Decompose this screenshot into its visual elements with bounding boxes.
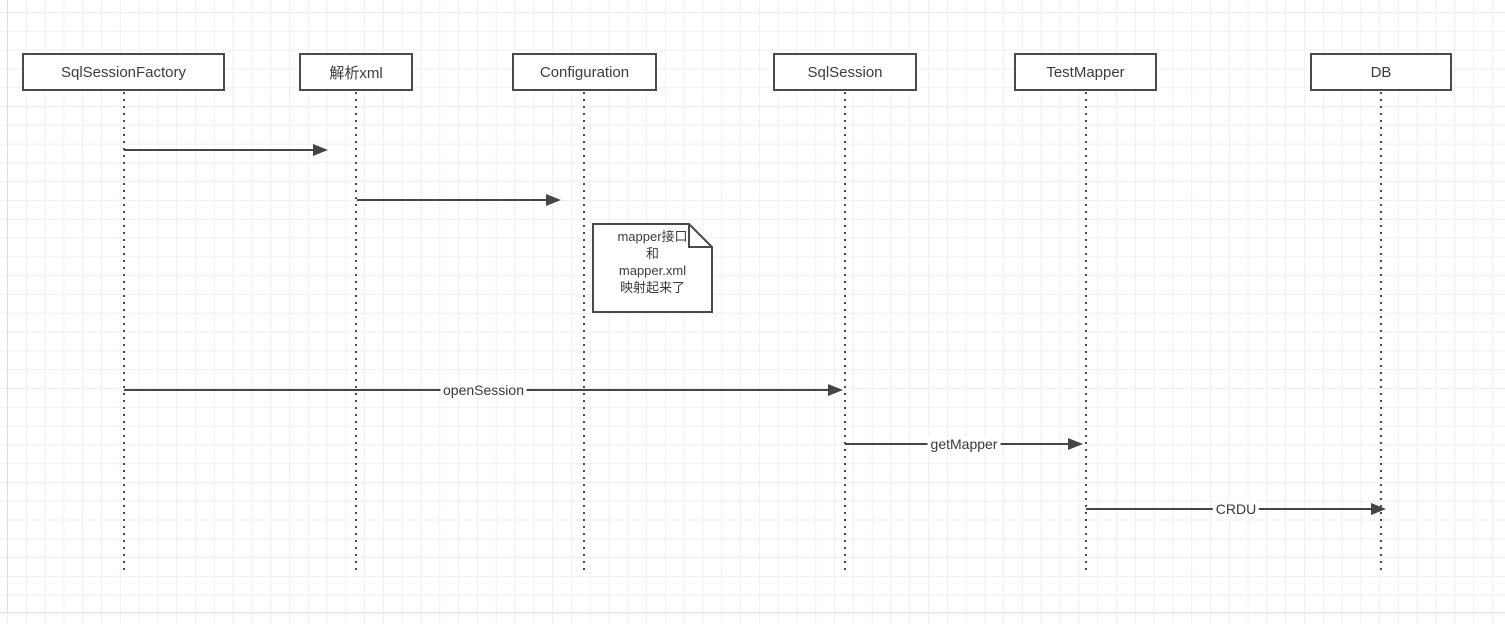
note-shape[interactable]: mapper接口 和 mapper.xml 映射起来了: [592, 223, 713, 313]
message-arrow-crdu[interactable]: CRDU: [1086, 501, 1386, 517]
lifeline-label: DB: [1370, 63, 1392, 81]
arrowhead-icon: [1371, 503, 1386, 515]
arrowhead-icon: [1068, 438, 1083, 450]
lifeline-line-sqlsession[interactable]: [844, 92, 846, 572]
message-label: getMapper: [927, 436, 1001, 452]
lifeline-box-parse-xml[interactable]: 解析xml: [299, 53, 413, 91]
lifeline-line-sqlsessionfactory[interactable]: [123, 92, 125, 572]
lifeline-line-configuration[interactable]: [583, 92, 585, 572]
lifeline-label: SqlSession: [807, 63, 883, 81]
note-text-line: mapper.xml: [618, 263, 687, 278]
arrowhead-icon: [546, 194, 561, 206]
note-text-line: 和: [645, 246, 659, 261]
message-label: CRDU: [1212, 501, 1260, 517]
lifeline-box-sqlsessionfactory[interactable]: SqlSessionFactory: [22, 53, 225, 91]
page-bottom-edge-line: [0, 612, 1505, 613]
lifeline-box-testmapper[interactable]: TestMapper: [1014, 53, 1157, 91]
lifeline-line-db[interactable]: [1380, 92, 1382, 572]
note-text-line: 映射起来了: [619, 280, 685, 295]
arrowhead-icon: [313, 144, 328, 156]
note-text: mapper接口 和 mapper.xml 映射起来了: [594, 228, 711, 296]
lifeline-line-parse-xml[interactable]: [355, 92, 357, 572]
note-outline-icon: [592, 223, 713, 313]
message-line: [357, 199, 548, 201]
message-arrow-parsexml-to-configuration[interactable]: [357, 194, 561, 206]
lifeline-label: Configuration: [539, 63, 630, 81]
note-text-line: mapper接口: [617, 229, 688, 244]
page-left-edge-line: [7, 0, 8, 612]
message-line: [124, 149, 315, 151]
lifeline-box-configuration[interactable]: Configuration: [512, 53, 657, 91]
lifeline-box-db[interactable]: DB: [1310, 53, 1452, 91]
lifeline-label: 解析xml: [329, 64, 383, 82]
lifeline-line-testmapper[interactable]: [1085, 92, 1087, 572]
message-arrow-factory-to-parsexml[interactable]: [124, 144, 328, 156]
lifeline-label: TestMapper: [1046, 63, 1125, 81]
lifeline-label: SqlSessionFactory: [60, 63, 187, 81]
message-label: openSession: [440, 382, 527, 398]
arrowhead-icon: [828, 384, 843, 396]
lifeline-box-sqlsession[interactable]: SqlSession: [773, 53, 917, 91]
message-arrow-opensession[interactable]: openSession: [124, 382, 843, 398]
message-arrow-getmapper[interactable]: getMapper: [845, 436, 1083, 452]
